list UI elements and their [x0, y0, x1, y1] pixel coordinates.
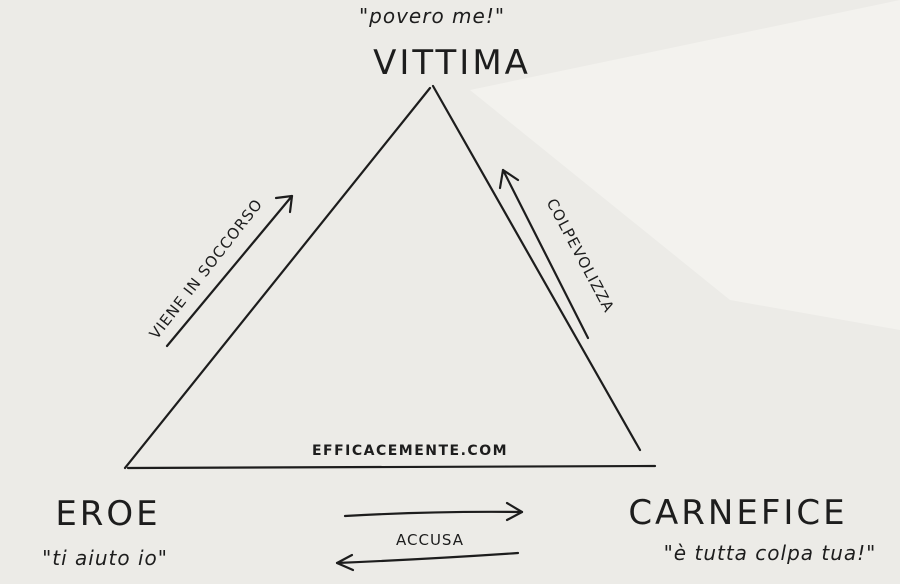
left-edge-arrow: [165, 194, 294, 348]
triangle-base: [126, 464, 657, 470]
right-node-role: CARNEFICE: [628, 493, 847, 533]
bottom-arrow-right: [343, 501, 524, 522]
triangle-left-side: [123, 86, 432, 470]
right-node-quote: "è tutta colpa tua!": [664, 541, 877, 565]
triangle-right-side: [431, 84, 642, 452]
bottom-arrow-left: [335, 551, 520, 572]
top-node-role: VITTIMA: [373, 43, 531, 83]
bottom-edge-label: ACCUSA: [396, 531, 464, 549]
left-node-role: EROE: [55, 494, 160, 534]
watermark-text: EFFICACEMENTE.COM: [312, 443, 508, 459]
left-edge-label: VIENE IN SOCCORSO: [146, 195, 267, 342]
left-node-quote: "ti aiuto io": [42, 546, 168, 570]
top-node-quote: "povero me!": [359, 4, 505, 28]
right-edge-arrow: [498, 168, 590, 340]
triangle: [123, 84, 657, 470]
